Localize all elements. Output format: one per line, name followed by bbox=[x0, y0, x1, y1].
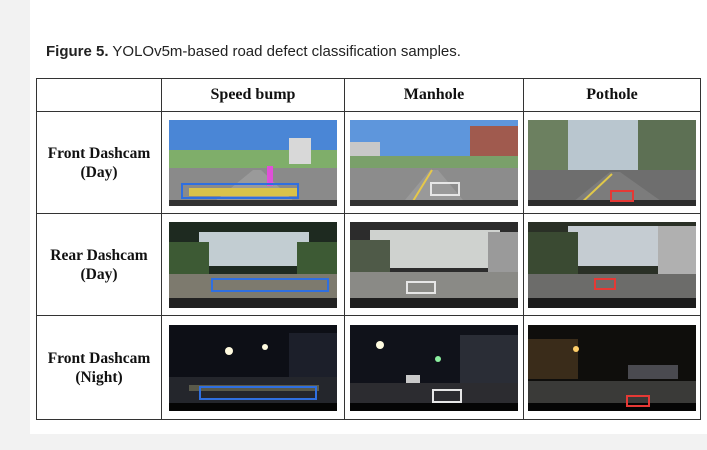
speed-bump-detection-box bbox=[181, 182, 299, 199]
header-row: Speed bump Manhole Pothole bbox=[36, 78, 701, 112]
manhole-detection-box bbox=[406, 280, 436, 294]
paper-page: Figure 5. YOLOv5m-based road defect clas… bbox=[30, 0, 707, 434]
sample-cell bbox=[161, 111, 345, 214]
dashcam-photo bbox=[169, 119, 337, 206]
dashcam-photo bbox=[169, 221, 337, 308]
classification-table: Speed bump Manhole Pothole Front Dashcam… bbox=[36, 78, 701, 420]
table-row: Front Dashcam (Night) bbox=[36, 315, 701, 420]
table-row: Rear Dashcam (Day) bbox=[36, 213, 701, 316]
pothole-detection-box bbox=[594, 277, 616, 290]
dashcam-photo bbox=[528, 119, 696, 206]
col-header-speed-bump: Speed bump bbox=[161, 78, 345, 112]
row-header-front-night: Front Dashcam (Night) bbox=[36, 315, 162, 420]
pothole-detection-box bbox=[610, 189, 634, 202]
dashcam-photo bbox=[350, 119, 518, 206]
table-row: Front Dashcam (Day) bbox=[36, 111, 701, 214]
row-label-line2: (Day) bbox=[80, 265, 118, 283]
sample-cell bbox=[161, 213, 345, 316]
sample-cell bbox=[523, 315, 701, 420]
row-label-line1: Front Dashcam bbox=[47, 144, 151, 162]
row-header-front-day: Front Dashcam (Day) bbox=[36, 111, 162, 214]
dashcam-photo bbox=[528, 324, 696, 411]
row-label-line2: (Night) bbox=[75, 368, 123, 386]
dashcam-photo bbox=[169, 324, 337, 411]
col-header-pothole: Pothole bbox=[523, 78, 701, 112]
col-header-manhole: Manhole bbox=[344, 78, 524, 112]
sample-cell bbox=[523, 111, 701, 214]
row-label-line1: Rear Dashcam bbox=[50, 246, 148, 264]
sample-cell bbox=[161, 315, 345, 420]
sample-cell bbox=[523, 213, 701, 316]
sample-cell bbox=[344, 315, 524, 420]
pothole-detection-box bbox=[626, 394, 650, 407]
sample-cell bbox=[344, 111, 524, 214]
row-label-line2: (Day) bbox=[80, 163, 118, 181]
corner-cell bbox=[36, 78, 162, 112]
row-label-line1: Front Dashcam bbox=[47, 349, 151, 367]
figure-label: Figure 5. bbox=[46, 43, 109, 60]
figure-caption-text: YOLOv5m-based road defect classification… bbox=[108, 43, 461, 60]
row-header-rear-day: Rear Dashcam (Day) bbox=[36, 213, 162, 316]
figure-caption: Figure 5. YOLOv5m-based road defect clas… bbox=[46, 43, 461, 60]
sample-cell bbox=[344, 213, 524, 316]
dashcam-photo bbox=[350, 221, 518, 308]
manhole-detection-box bbox=[430, 181, 460, 196]
speed-bump-detection-box bbox=[199, 385, 317, 400]
speed-bump-detection-box bbox=[211, 277, 329, 292]
manhole-detection-box bbox=[432, 388, 462, 403]
dashcam-photo bbox=[528, 221, 696, 308]
dashcam-photo bbox=[350, 324, 518, 411]
